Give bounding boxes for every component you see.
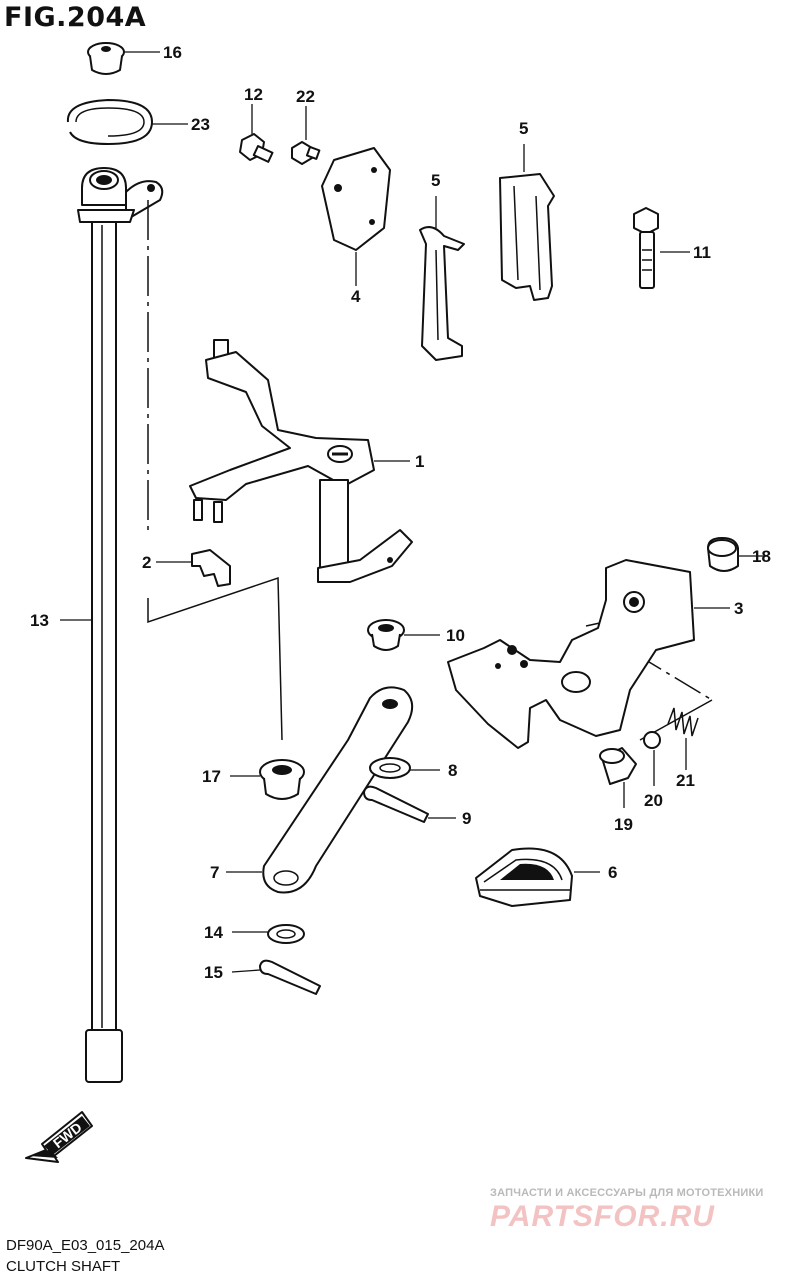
part-11-bolt bbox=[633, 207, 690, 289]
fwd-arrow: FWD bbox=[25, 1111, 93, 1163]
figure-title: FIG.204A bbox=[4, 2, 147, 33]
callout-19: 19 bbox=[614, 815, 633, 834]
figure-subtitle: CLUTCH SHAFT bbox=[6, 1258, 121, 1275]
part-10-bushing bbox=[367, 619, 440, 651]
callout-13: 13 bbox=[30, 611, 49, 630]
part-6-grommet bbox=[475, 847, 600, 907]
callout-16: 16 bbox=[163, 43, 182, 62]
part-12-bolt bbox=[239, 104, 274, 163]
callout-23: 23 bbox=[191, 115, 210, 134]
callout-17: 17 bbox=[202, 767, 221, 786]
callout-5: 5 bbox=[431, 171, 440, 190]
part-3-cam-housing bbox=[447, 559, 730, 749]
callout-3: 3 bbox=[734, 599, 743, 618]
part-5-guide-left bbox=[419, 196, 465, 361]
callout-1: 1 bbox=[415, 452, 424, 471]
figure-code: DF90A_E03_015_204A bbox=[6, 1237, 165, 1254]
callout-11: 11 bbox=[693, 243, 711, 262]
part-19-sleeve bbox=[599, 747, 637, 808]
callout-10: 10 bbox=[446, 626, 465, 645]
part-20-ball bbox=[643, 731, 661, 786]
callout-21: 21 bbox=[676, 771, 695, 790]
callout-4: 4 bbox=[351, 287, 361, 306]
callout-7: 7 bbox=[210, 863, 219, 882]
callout-12: 12 bbox=[244, 85, 263, 104]
callout-5: 5 bbox=[519, 119, 528, 138]
part-17-bushing bbox=[230, 759, 305, 800]
callout-6: 6 bbox=[608, 863, 617, 882]
part-21-spring bbox=[667, 707, 699, 770]
callout-2: 2 bbox=[142, 553, 151, 572]
part-2-clip bbox=[156, 549, 231, 587]
part-22-grease-nipple bbox=[291, 106, 321, 165]
part-15-cotter-pin bbox=[231, 959, 321, 995]
part-8-washer bbox=[369, 757, 440, 779]
watermark-brand: PARTSFOR.RU bbox=[490, 1200, 715, 1233]
part-16-plug bbox=[87, 42, 160, 75]
callout-8: 8 bbox=[448, 761, 457, 780]
callout-18: 18 bbox=[752, 547, 771, 566]
part-5-guide-right bbox=[499, 144, 555, 301]
watermark-tagline: ЗАПЧАСТИ И АКСЕССУАРЫ ДЛЯ МОТОТЕХНИКИ bbox=[490, 1187, 764, 1199]
part-13-clutch-rod bbox=[60, 167, 164, 1083]
callout-15: 15 bbox=[204, 963, 223, 982]
part-9-cotter-pin bbox=[363, 785, 456, 823]
callout-20: 20 bbox=[644, 791, 663, 810]
part-14-washer bbox=[232, 924, 305, 944]
part-7-link-arm bbox=[226, 686, 414, 894]
callout-22: 22 bbox=[296, 87, 315, 106]
callout-14: 14 bbox=[204, 923, 223, 942]
part-1-clutch-lever bbox=[189, 339, 413, 583]
part-4-plate bbox=[321, 147, 391, 286]
callout-9: 9 bbox=[462, 809, 471, 828]
part-18-plug bbox=[707, 537, 768, 572]
part-23-circlip bbox=[66, 99, 188, 145]
